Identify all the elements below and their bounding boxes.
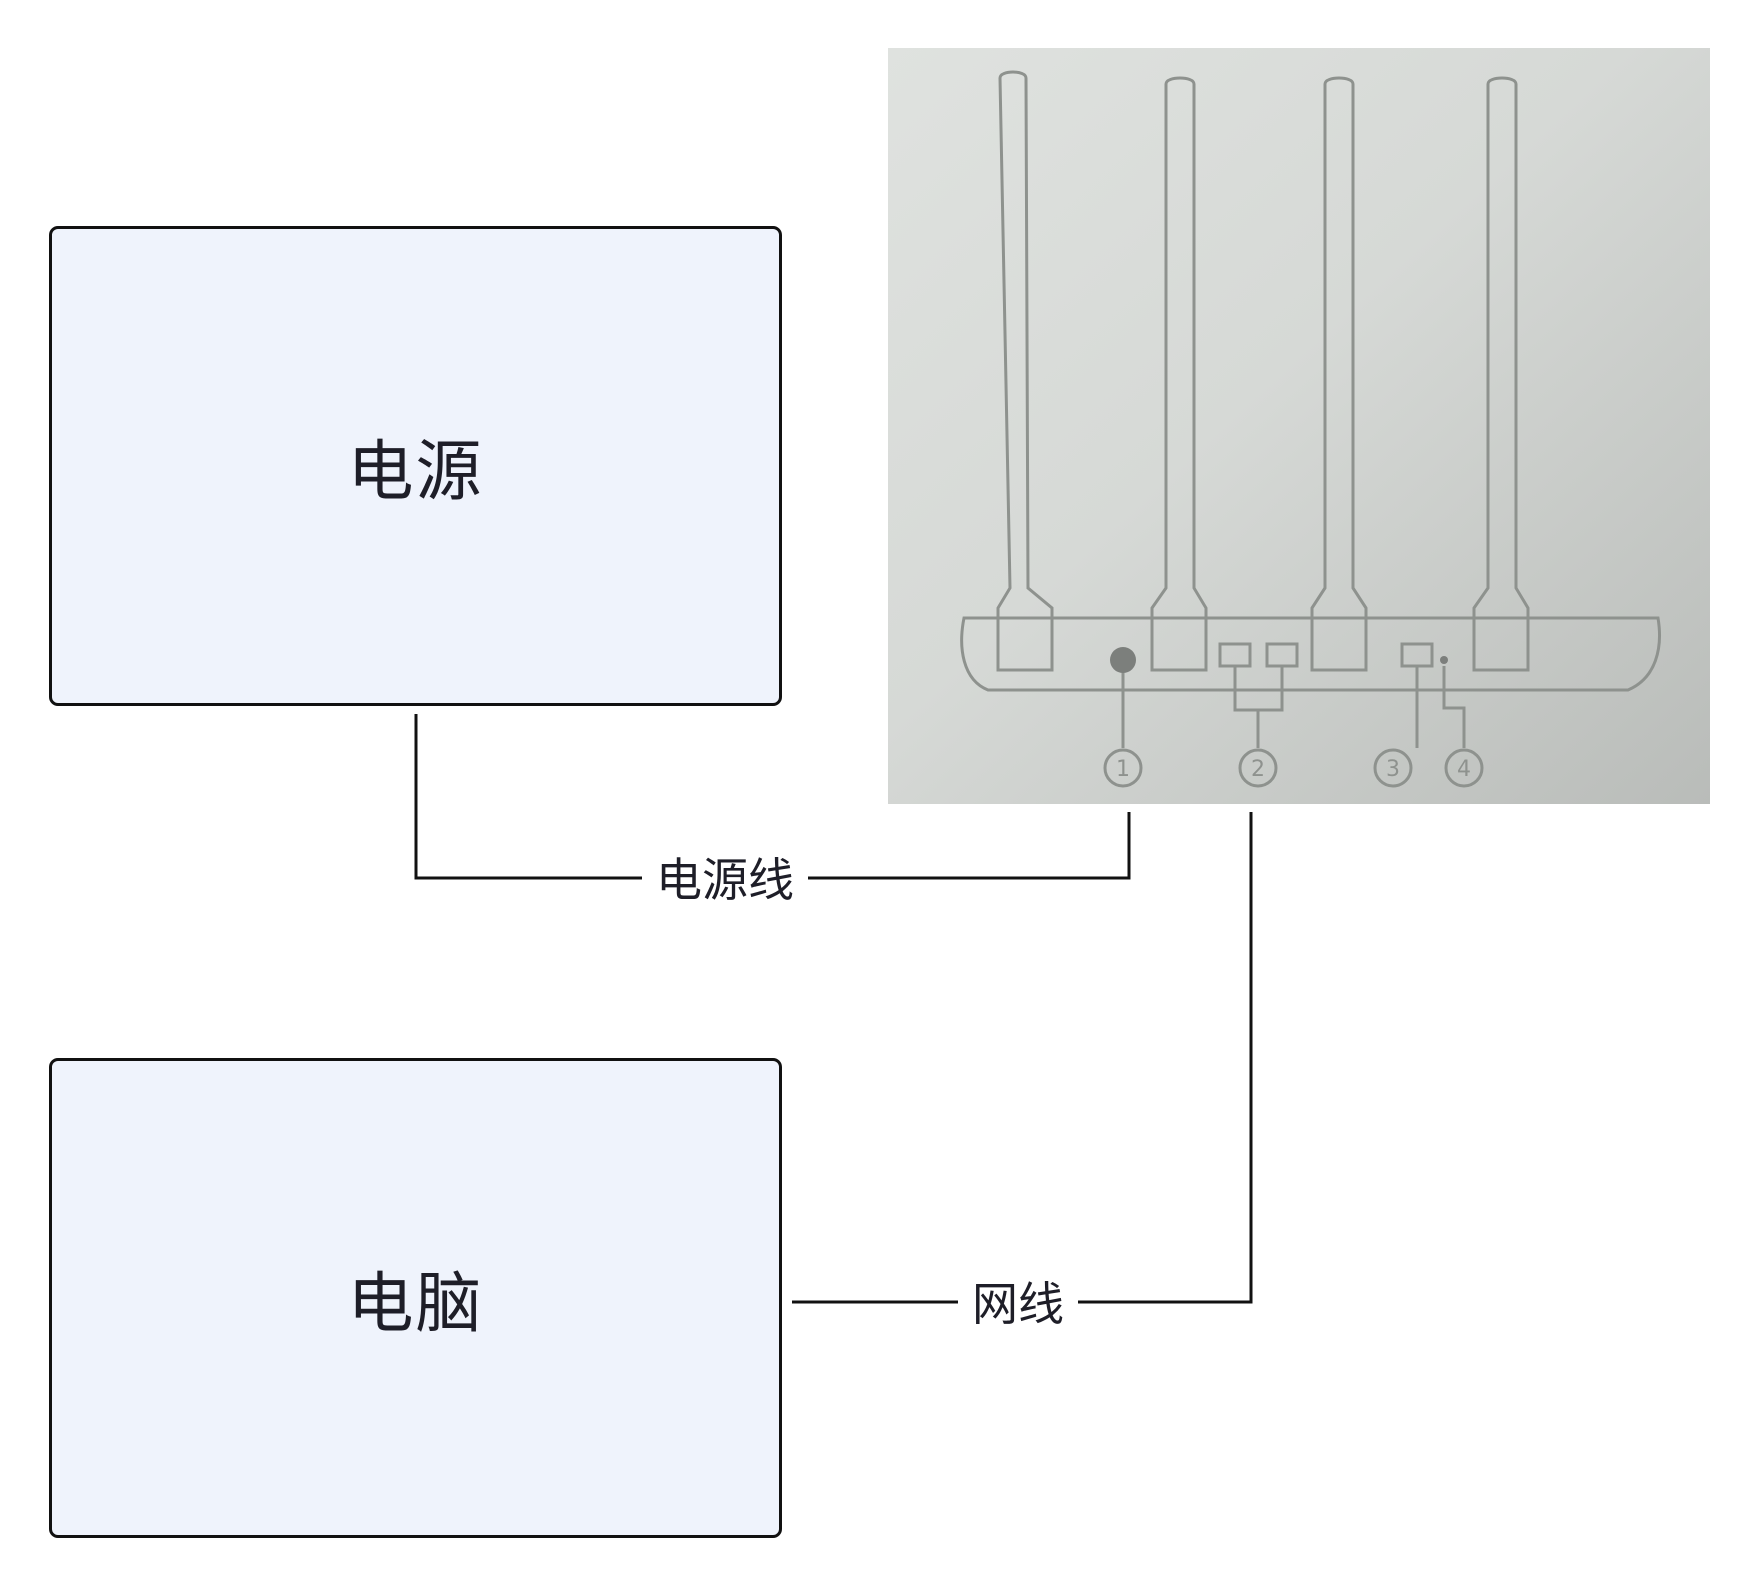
callout-2: 2 <box>1251 757 1265 782</box>
callout-4: 4 <box>1457 757 1471 782</box>
power-jack <box>1110 647 1136 673</box>
power-node: 电源 <box>49 226 782 706</box>
reset-hole <box>1440 656 1448 664</box>
router-outline-icon <box>960 70 1661 788</box>
power-cable-label: 电源线 <box>642 857 808 903</box>
computer-node-label: 电脑 <box>347 1265 484 1342</box>
router-base <box>960 616 1661 692</box>
computer-node: 电脑 <box>49 1058 782 1538</box>
antenna-3 <box>1310 76 1368 672</box>
callout-1: 1 <box>1116 757 1130 782</box>
callout-3: 3 <box>1386 757 1400 782</box>
router-photo: 1 2 3 4 <box>888 48 1710 804</box>
antenna-4 <box>1472 76 1530 672</box>
network-cable-label: 网线 <box>958 1281 1078 1327</box>
antenna-2 <box>1150 76 1208 672</box>
power-node-label: 电源 <box>347 433 484 510</box>
network-cable-line <box>792 812 1253 1304</box>
antenna-1 <box>996 70 1054 672</box>
